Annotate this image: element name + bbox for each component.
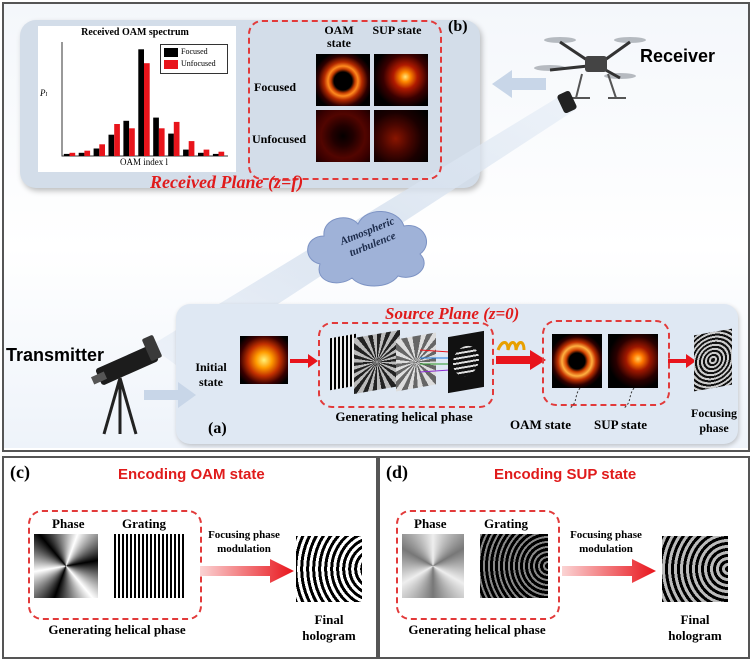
- bar-unfocused-8: [173, 121, 180, 156]
- spectrum-plot: [61, 42, 228, 157]
- top-panel-frame: [2, 2, 750, 452]
- spiral-arrow-icon: [496, 341, 546, 370]
- oam-state-image: [552, 334, 602, 388]
- panel-d-dashed-box: [396, 510, 560, 620]
- panel-c-grating-label: Grating: [122, 516, 167, 531]
- panel-d-final-image: [662, 536, 728, 602]
- red-arrow-1: [290, 354, 318, 368]
- grating-slab-2: [448, 330, 484, 394]
- received-plane-title: Received Plane (z=f): [150, 172, 304, 192]
- cloud-icon: [307, 211, 427, 287]
- panel-b-dashed-box: [248, 20, 442, 180]
- generating-label: Generating helical phase: [335, 409, 473, 424]
- unfocused-sup-image: [374, 110, 428, 162]
- bar-focused-6: [138, 49, 144, 156]
- initial-state-label: Initial state: [195, 360, 227, 389]
- panel-c-phase-label: Phase: [52, 516, 85, 531]
- bar-unfocused-2: [84, 150, 91, 156]
- bar-unfocused-11: [218, 151, 225, 156]
- panel-c-grating-image: [114, 534, 184, 598]
- receiver-label: Receiver: [640, 46, 716, 66]
- bar-unfocused-3: [99, 144, 105, 156]
- panel-c-generating-label: Generating helical phase: [48, 622, 186, 637]
- panel-c-phase-image: [34, 534, 98, 598]
- panel-d-phase-image: [402, 534, 464, 598]
- source-plane-title: Source Plane (z=0): [385, 304, 520, 323]
- initial-state-image: [240, 336, 288, 384]
- panel-c-final-image: [296, 536, 362, 602]
- panel-d-arrow-label: Focusing phase modulation: [570, 529, 642, 555]
- pointer-lines: [569, 387, 635, 409]
- sup-state-image: [608, 334, 658, 388]
- bar-focused-10: [198, 152, 204, 156]
- panel-d-title: Encoding SUP state: [494, 466, 637, 483]
- bar-unfocused-6: [144, 63, 150, 157]
- panel-c-dashed-box: [28, 510, 202, 620]
- red-arrow-2: [668, 354, 696, 368]
- panel-d-final-label: Final hologram: [668, 612, 722, 643]
- chart-ylabel: Pₗ: [40, 88, 48, 98]
- grating-slab-1: [330, 333, 356, 391]
- random-phase-slab-1: [354, 329, 400, 395]
- bar-focused-3: [93, 148, 100, 156]
- panel-c-red-arrow: [200, 559, 294, 583]
- col-header-oam: OAM state: [324, 23, 354, 50]
- panel-c-final-label: Final hologram: [302, 612, 356, 643]
- bar-focused-1: [63, 153, 70, 156]
- focused-oam-image: [316, 54, 370, 106]
- drone-icon: [534, 37, 646, 114]
- bar-focused-5: [123, 120, 130, 156]
- beam-lines: [420, 349, 450, 373]
- panel-c-label: (c): [10, 462, 30, 482]
- panel-d-grating-label: Grating: [484, 516, 529, 531]
- panel-c-title: Encoding OAM state: [118, 466, 265, 483]
- bar-focused-4: [108, 134, 115, 156]
- transmit-arrow-icon: [144, 382, 196, 408]
- bar-focused-7: [153, 117, 159, 156]
- telescope-icon: [90, 335, 162, 435]
- generating-dashed-box: [318, 322, 494, 408]
- panel-d-generating-label: Generating helical phase: [408, 622, 546, 637]
- panel-d-red-arrow: [562, 559, 656, 583]
- transmitter-label: Transmitter: [6, 345, 105, 365]
- legend-swatch-focused: [164, 48, 178, 57]
- panel-c-frame: [2, 456, 378, 659]
- bar-unfocused-5: [129, 128, 135, 156]
- panel-d-frame: [378, 456, 750, 659]
- panel-d-label: (d): [386, 462, 408, 482]
- bar-focused-9: [183, 149, 189, 156]
- unfocused-oam-image: [316, 110, 370, 162]
- bar-focused-8: [168, 133, 174, 156]
- return-arrow-icon: [492, 70, 546, 98]
- chart-xlabel: OAM index l: [120, 157, 168, 167]
- panel-c-arrow-label: Focusing phase modulation: [208, 529, 280, 555]
- panel-b-label: (b): [448, 18, 468, 35]
- bar-unfocused-1: [69, 152, 76, 156]
- bar-focused-11: [212, 153, 219, 156]
- bar-unfocused-10: [203, 149, 210, 156]
- chart-title: Received OAM spectrum: [81, 27, 189, 38]
- bar-focused-2: [78, 152, 85, 156]
- panel-a-label: (a): [208, 420, 227, 437]
- row-header-unfocused: Unfocused: [252, 132, 307, 146]
- bar-unfocused-4: [114, 124, 120, 156]
- focusing-phase-label: Focusing phase: [690, 406, 737, 435]
- legend-focused: Focused: [181, 47, 208, 56]
- legend-swatch-unfocused: [164, 60, 178, 69]
- focusing-phase-slab: [694, 328, 732, 392]
- bar-unfocused-9: [188, 141, 195, 156]
- oam-state-label: OAM state: [510, 417, 572, 432]
- panel-d-phase-label: Phase: [414, 516, 447, 531]
- col-header-sup: SUP state: [372, 23, 422, 37]
- focused-sup-image: [374, 54, 428, 106]
- bar-unfocused-7: [158, 128, 165, 156]
- row-header-focused: Focused: [254, 80, 296, 94]
- panel-d-grating-image: [480, 534, 548, 598]
- legend-unfocused: Unfocused: [181, 59, 216, 68]
- chart-legend: Focused Unfocused: [160, 44, 228, 74]
- sup-state-label: SUP state: [594, 417, 648, 432]
